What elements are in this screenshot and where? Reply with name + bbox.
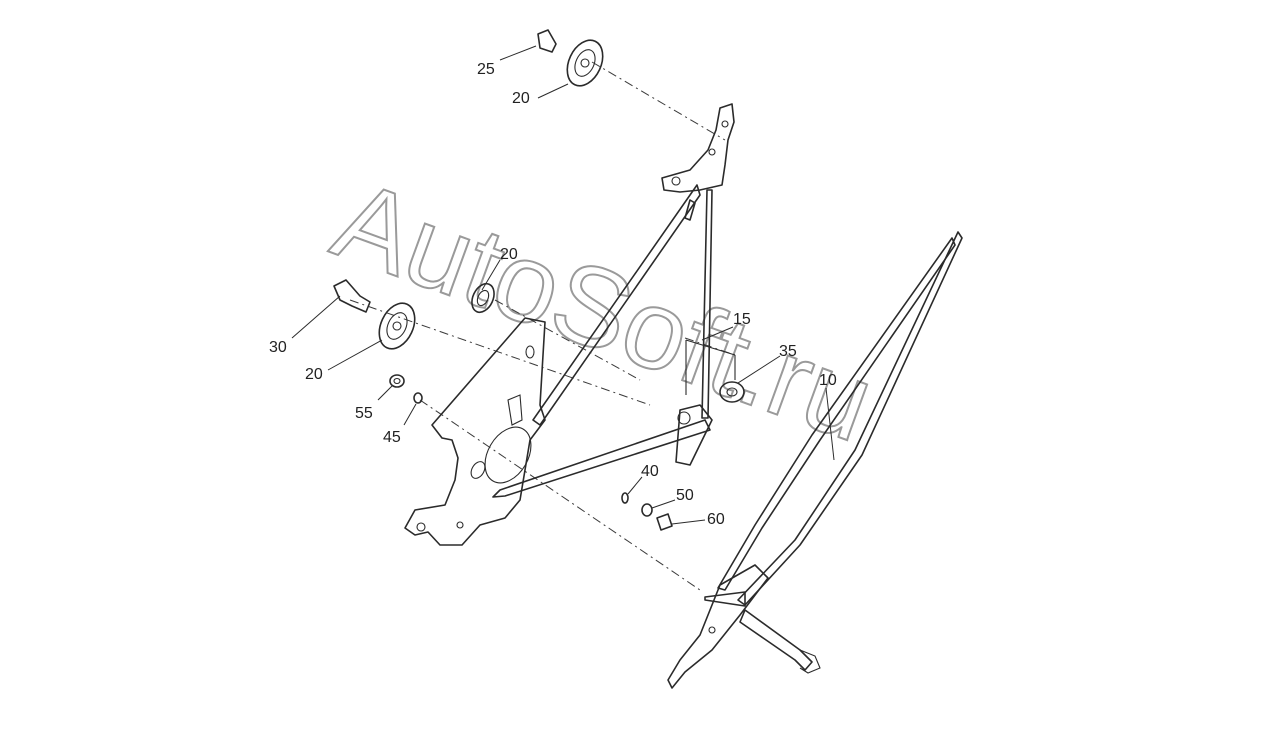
callout-55: 55 — [355, 405, 373, 422]
callout-20-left: 20 — [305, 366, 323, 383]
callout-40: 40 — [641, 463, 659, 480]
clip-40 — [621, 492, 629, 504]
bushing-35 — [719, 381, 745, 403]
roller-left — [333, 279, 416, 350]
axis-center-roller — [494, 299, 641, 381]
callout-50: 50 — [676, 487, 694, 504]
axis-left-roller — [349, 299, 651, 406]
callout-30: 30 — [269, 339, 287, 356]
callout-45: 45 — [383, 429, 401, 446]
callout-20-top: 20 — [512, 90, 530, 107]
callout-15: 15 — [733, 311, 751, 328]
watermark-text: AutoSoft.ru — [319, 156, 888, 465]
bushing-60 — [656, 513, 673, 531]
leader-lines — [291, 45, 835, 525]
glass-channel — [667, 231, 963, 689]
roller-top — [537, 29, 604, 87]
callout-10: 10 — [819, 372, 837, 389]
washer-50 — [641, 503, 653, 517]
top-bracket — [661, 103, 735, 193]
callout-35: 35 — [779, 343, 797, 360]
axis-bottom-pivot — [419, 399, 701, 591]
hardware-nut-55 — [389, 374, 405, 388]
callout-60: 60 — [707, 511, 725, 528]
callout-25: 25 — [477, 61, 495, 78]
axis-top-roller — [591, 61, 726, 141]
lift-arms — [492, 184, 736, 498]
callout-20-center: 20 — [500, 246, 518, 263]
callout-labels: 25 20 20 30 20 55 45 15 35 10 40 50 60 — [269, 61, 837, 528]
hardware-washer-45 — [413, 392, 423, 404]
main-plate — [404, 317, 546, 546]
roller-center — [471, 282, 495, 314]
